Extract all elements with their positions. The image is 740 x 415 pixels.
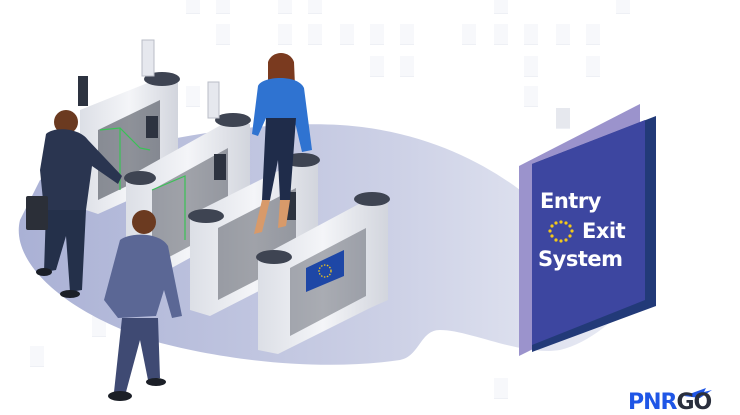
eu-stars-icon: [548, 220, 574, 243]
plane-icon: [684, 388, 712, 398]
panel-title-entry: Entry: [540, 189, 601, 213]
pnrgo-logo: PNRGO: [628, 390, 712, 415]
logo-part-go: GO: [676, 390, 712, 415]
entry-exit-panel: [519, 104, 656, 356]
panel-title-exit: Exit: [582, 219, 626, 243]
panel-title-system: System: [538, 247, 623, 271]
eu-flag-icon: [306, 250, 344, 292]
businessman-figure: [26, 110, 122, 298]
woman-figure: [252, 53, 312, 234]
walking-man-figure: [104, 210, 182, 401]
logo-part-pnr: PNR: [628, 390, 677, 415]
gate-4: [256, 192, 390, 354]
